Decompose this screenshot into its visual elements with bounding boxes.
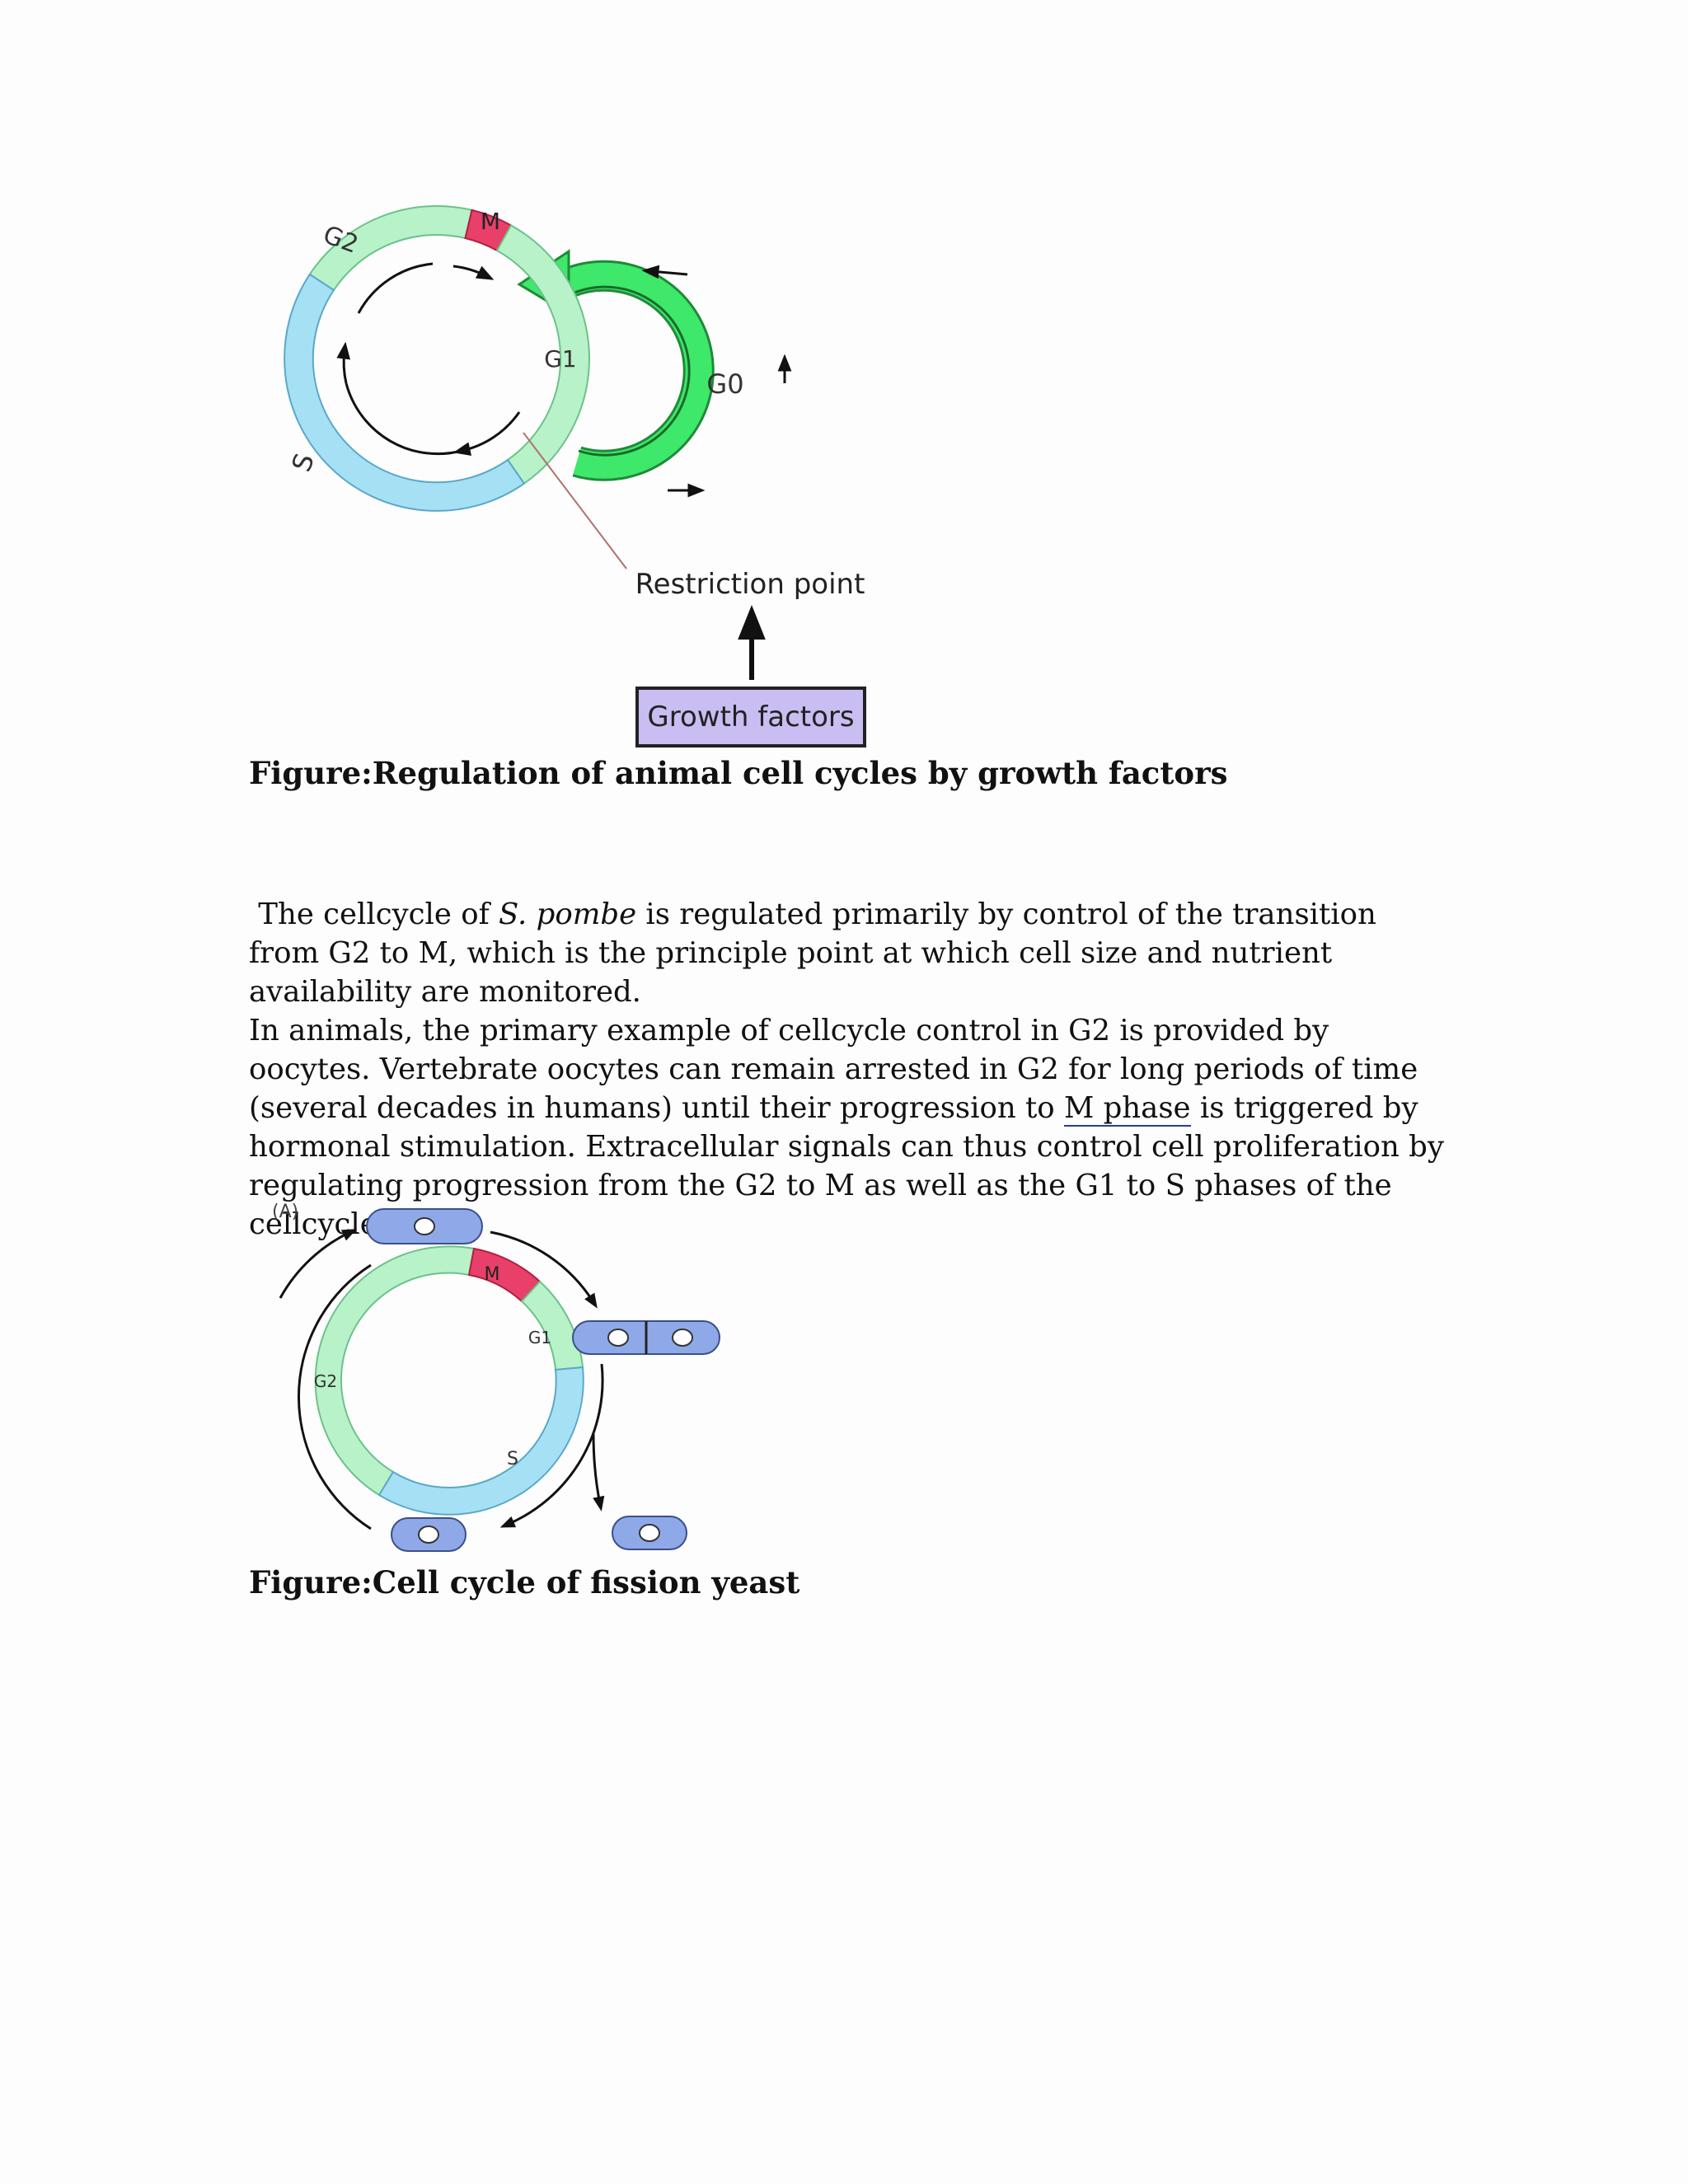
yeast-s-segment <box>379 1367 584 1515</box>
body-text: The cellcycle of S. pombe is regulated p… <box>249 895 1452 1244</box>
yeast-label-g2: G2 <box>314 1371 337 1391</box>
paragraph-1: The cellcycle of S. pombe is regulated p… <box>249 895 1452 1011</box>
fission-yeast-cycle-diagram: (A) M G1 G2 S <box>247 1199 742 1562</box>
restriction-point-label: Restriction point <box>635 568 865 601</box>
yeast-label-g1: G1 <box>528 1328 551 1347</box>
label-g0: G0 <box>706 368 743 400</box>
cell-bottom-left <box>392 1518 466 1551</box>
figure1-caption: Figure:Regulation of animal cell cycles … <box>249 755 1227 791</box>
cell-bottom-right <box>612 1516 687 1549</box>
label-s: S <box>285 449 321 476</box>
yeast-label-m: M <box>485 1264 500 1285</box>
yeast-g2-segment <box>316 1246 474 1495</box>
yeast-g1-segment <box>522 1282 583 1370</box>
growth-factors-label: Growth factors <box>647 701 854 733</box>
yeast-label-s: S <box>507 1449 518 1469</box>
label-g1: G1 <box>544 345 577 373</box>
m-phase-link[interactable]: M phase <box>1064 1091 1191 1127</box>
panel-label: (A) <box>272 1202 298 1222</box>
cell-top <box>367 1209 482 1244</box>
s-segment <box>284 274 524 511</box>
label-m: M <box>481 208 500 235</box>
species-name: S. pombe <box>499 898 636 931</box>
animal-cell-cycle-diagram: M G2 G1 S G0 Restriction point Growth fa… <box>239 185 898 754</box>
yeast-cycle-ring <box>316 1246 584 1514</box>
cell-dividing <box>573 1321 720 1354</box>
figure2-caption: Figure:Cell cycle of fission yeast <box>249 1564 799 1601</box>
